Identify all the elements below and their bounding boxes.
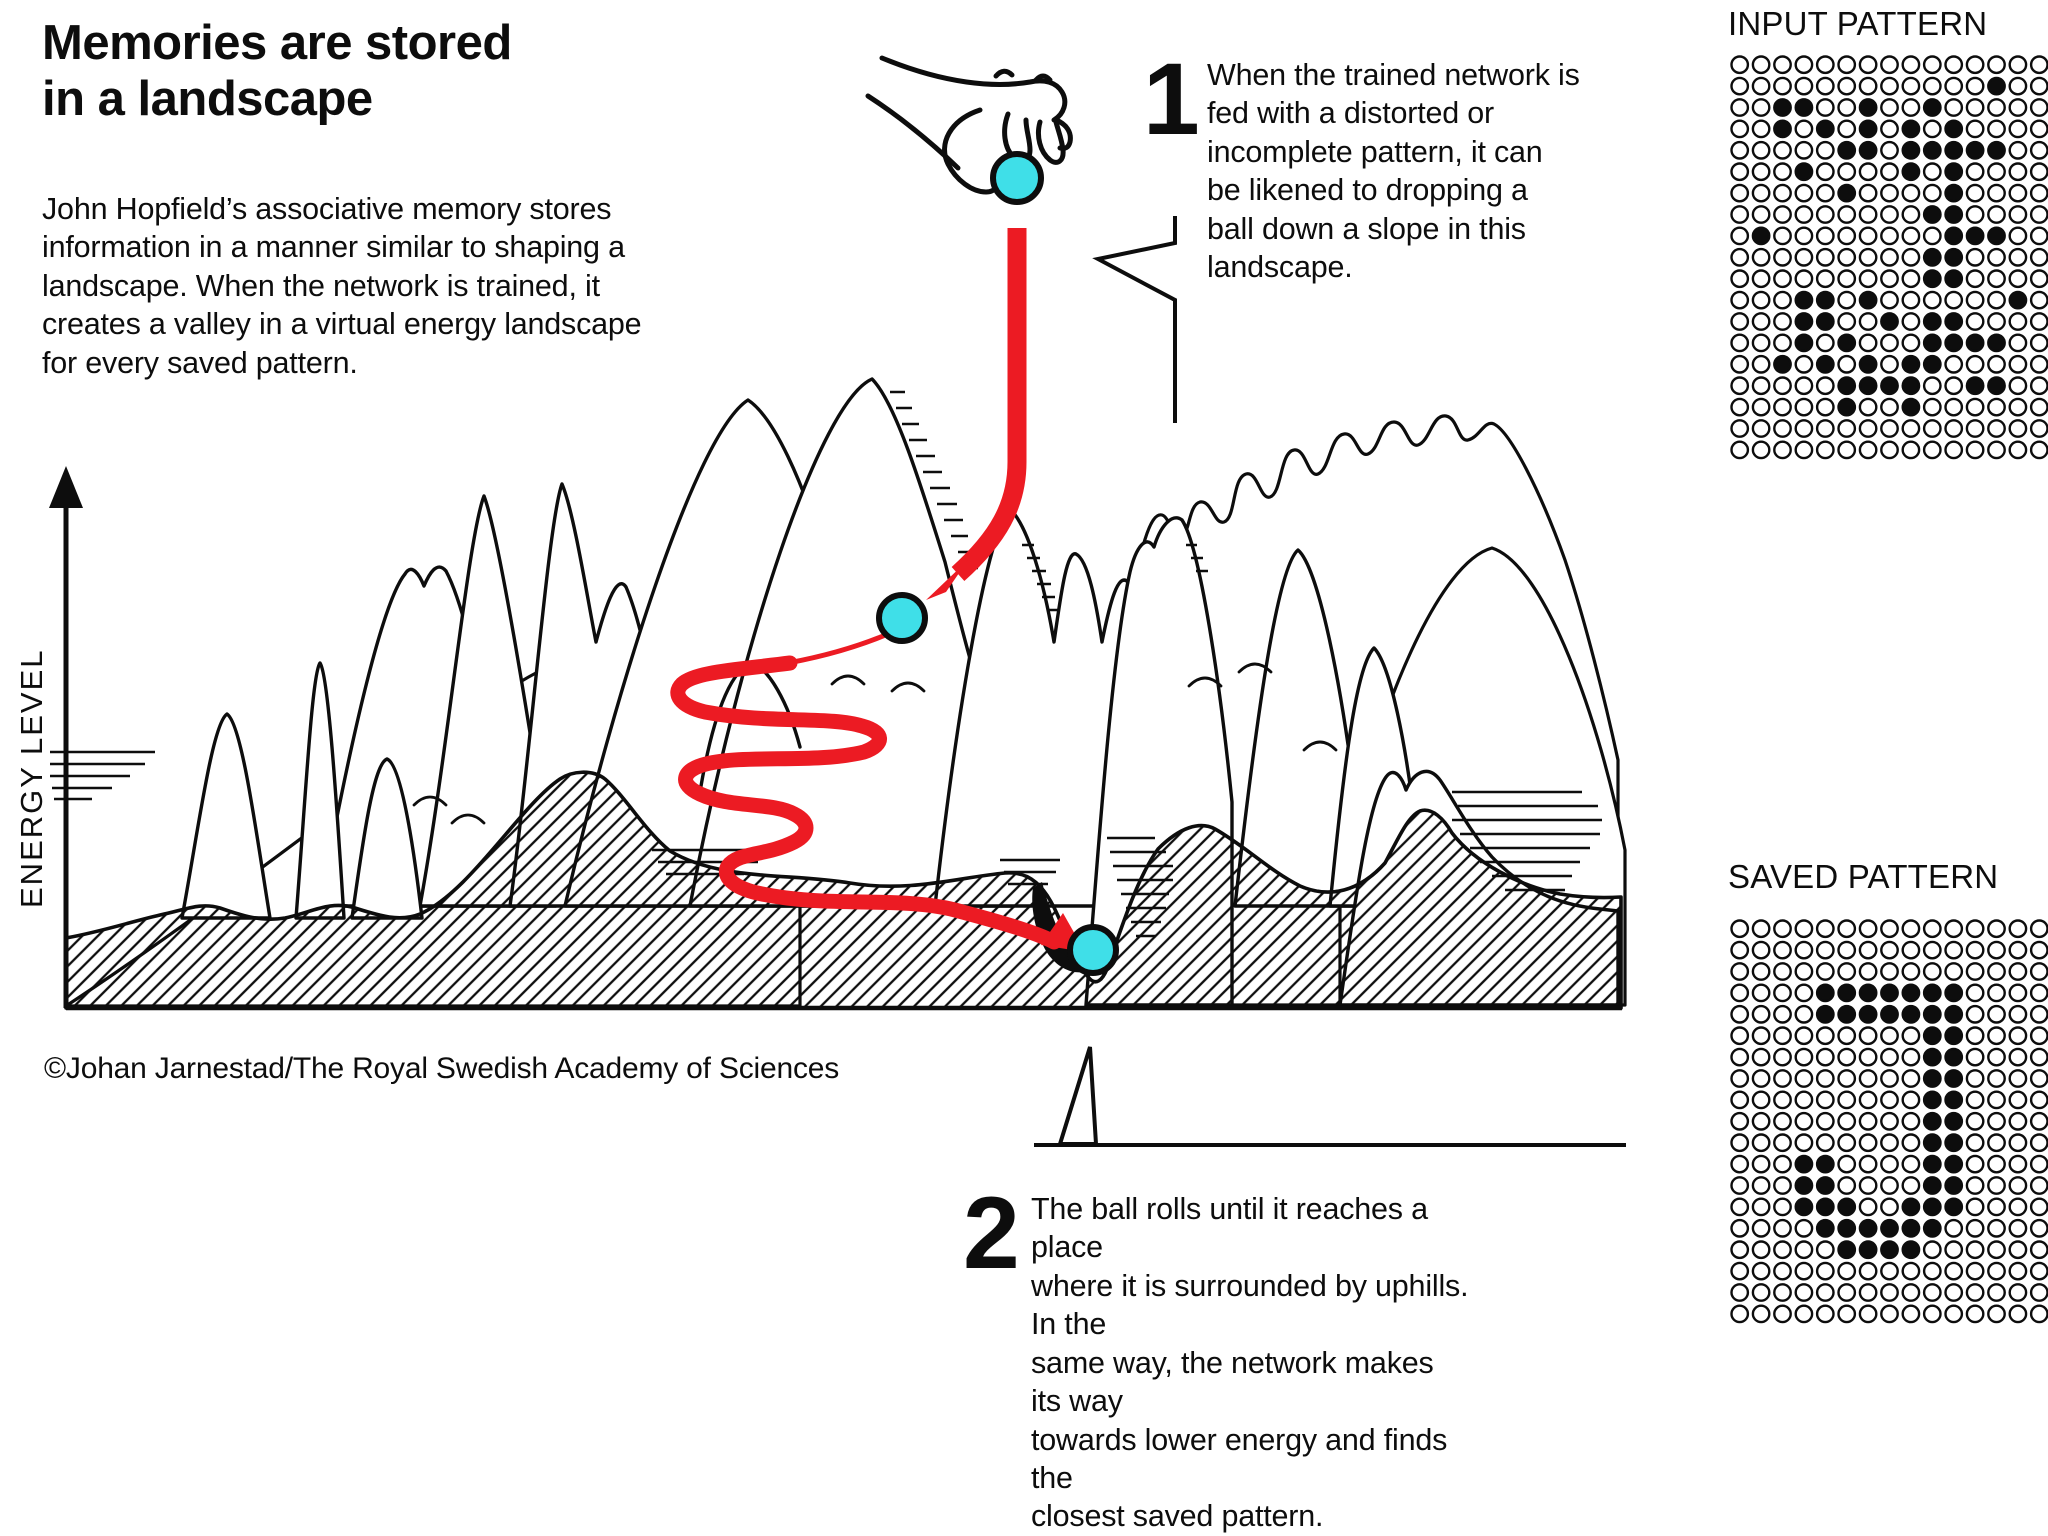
ball-on-slope [876, 592, 928, 644]
step1-bracket [1092, 216, 1177, 423]
red-drop-arrow [926, 228, 1027, 600]
saved-pattern-grid [1730, 919, 2048, 1324]
y-axis-label: ENERGY LEVEL [14, 648, 49, 908]
energy-landscape-illustration [49, 55, 1627, 1147]
step-2-text: The ball rolls until it reaches a place … [1031, 1192, 1469, 1534]
ball-in-hand [990, 151, 1044, 205]
step-2-number: 2 [963, 1176, 1020, 1290]
red-arrowhead-1 [926, 560, 968, 600]
input-pattern-grid [1730, 55, 2048, 460]
hand-illustration [865, 55, 1073, 195]
ball-in-valley [1067, 924, 1119, 976]
energy-axis [49, 466, 83, 1008]
step-1-text: When the trained network is fed with a d… [1207, 58, 1580, 285]
intro-paragraph: John Hopfield’s associative memory store… [42, 192, 642, 380]
copyright-credit: ©Johan Jarnestad/The Royal Swedish Acade… [44, 1052, 840, 1085]
valley-shadow [1032, 882, 1084, 973]
page-title: Memories are stored in a landscape [42, 16, 512, 126]
axis-arrowhead [49, 466, 83, 508]
small-caret-accents [412, 662, 1338, 825]
step-1-number: 1 [1143, 42, 1200, 156]
input-pattern-title: INPUT PATTERN [1728, 5, 1988, 42]
balls [876, 151, 1119, 976]
contour-shading [50, 390, 1602, 938]
saved-pattern-title: SAVED PATTERN [1728, 858, 1999, 895]
step2-spike [1057, 1046, 1099, 1146]
callout-leaders [1034, 216, 1626, 1147]
